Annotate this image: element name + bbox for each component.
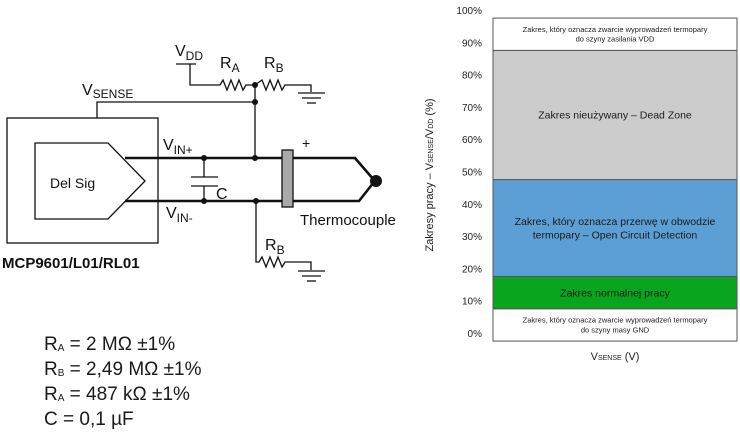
ground-icon-2 <box>298 270 325 282</box>
y-tick-label: 100% <box>456 6 482 17</box>
chip-label: MCP9601/L01/RL01 <box>2 255 140 272</box>
vin-plus-label: VIN+ <box>163 137 193 157</box>
spec-line: RA = 487 kΩ ±1% <box>44 384 190 405</box>
y-tick-label: 60% <box>462 135 482 146</box>
chip-outline <box>6 117 159 244</box>
zone-band <box>492 308 738 342</box>
junction-dot <box>252 82 258 88</box>
rb-label: RB <box>264 55 284 75</box>
zone-band <box>492 179 738 277</box>
junction-dot <box>201 198 207 204</box>
resistor-rb2 <box>255 201 312 270</box>
resistor-rb <box>254 78 312 92</box>
y-tick-label: 20% <box>462 264 482 275</box>
vdd-wire <box>189 64 220 86</box>
delsig-label: Del Sig <box>50 175 95 191</box>
thermocouple-junction <box>370 175 382 187</box>
y-axis-label: Zakresy pracy – VSENSE/VDD (%) <box>424 98 436 251</box>
zone-label: Zakres normalnej pracy <box>560 287 670 299</box>
plus-label: + <box>302 135 310 151</box>
cap-label: C <box>216 186 228 203</box>
ra-label: RA <box>220 55 240 75</box>
y-tick-label: 30% <box>462 232 482 243</box>
vin-minus-label: VIN- <box>166 205 193 225</box>
y-tick-label: 40% <box>462 200 482 211</box>
spec-line: RA = 2 MΩ ±1% <box>44 334 176 355</box>
thermocouple-connector <box>281 149 294 208</box>
vin-minus-wire <box>125 181 376 203</box>
junction-dot <box>201 155 207 161</box>
zone-label: Zakres, który oznacza zwarcie wyprowadze… <box>523 316 708 325</box>
zone-band <box>492 49 738 181</box>
junction-dot <box>253 198 259 204</box>
zone-label: Zakres nieużywany – Dead Zone <box>538 110 692 122</box>
y-tick-label: 70% <box>462 103 482 114</box>
resistor-ra <box>219 78 255 92</box>
component-values: RA = 2 MΩ ±1% RB = 2,49 MΩ ±1% RA = 487 … <box>44 334 202 434</box>
zone-label: Zakres, który oznacza zwarcie wyprowadze… <box>523 25 708 34</box>
vsense-label: VSENSE <box>82 82 133 101</box>
spec-line: C = 0,1 µF <box>44 409 134 430</box>
vsense-zone-chart: Zakres, który oznacza zwarcie wyprowadze… <box>424 6 738 363</box>
vin-plus-wire <box>125 156 375 181</box>
ground-icon <box>298 92 325 104</box>
y-tick-label: 50% <box>462 168 482 179</box>
vsense-wire <box>96 101 255 118</box>
zone-band <box>492 17 738 51</box>
rb2-label: RB <box>265 237 285 257</box>
zone-band <box>492 275 738 310</box>
y-tick-label: 0% <box>468 329 483 340</box>
x-axis-label: VSENSE (V) <box>591 351 640 363</box>
circuit-schematic: VDD RA RB VSENSE VIN+ VIN- C Del Sig + T… <box>2 43 396 282</box>
junction-dot <box>252 155 258 161</box>
zone-label: do szyny masy GND <box>581 325 650 334</box>
y-tick-label: 90% <box>462 38 482 49</box>
thermocouple-label: Thermocouple <box>300 212 396 229</box>
junction-dot <box>252 99 258 105</box>
zone-label: do szyny zasilania VDD <box>576 35 655 44</box>
zone-label: termopary – Open Circuit Detection <box>533 230 698 242</box>
y-tick-label: 10% <box>462 297 482 308</box>
y-tick-label: 80% <box>462 71 482 82</box>
spec-line: RB = 2,49 MΩ ±1% <box>44 359 202 380</box>
vdd-label: VDD <box>175 43 203 63</box>
zone-label: Zakres, który oznacza przerwę w obwodzie <box>515 216 716 228</box>
